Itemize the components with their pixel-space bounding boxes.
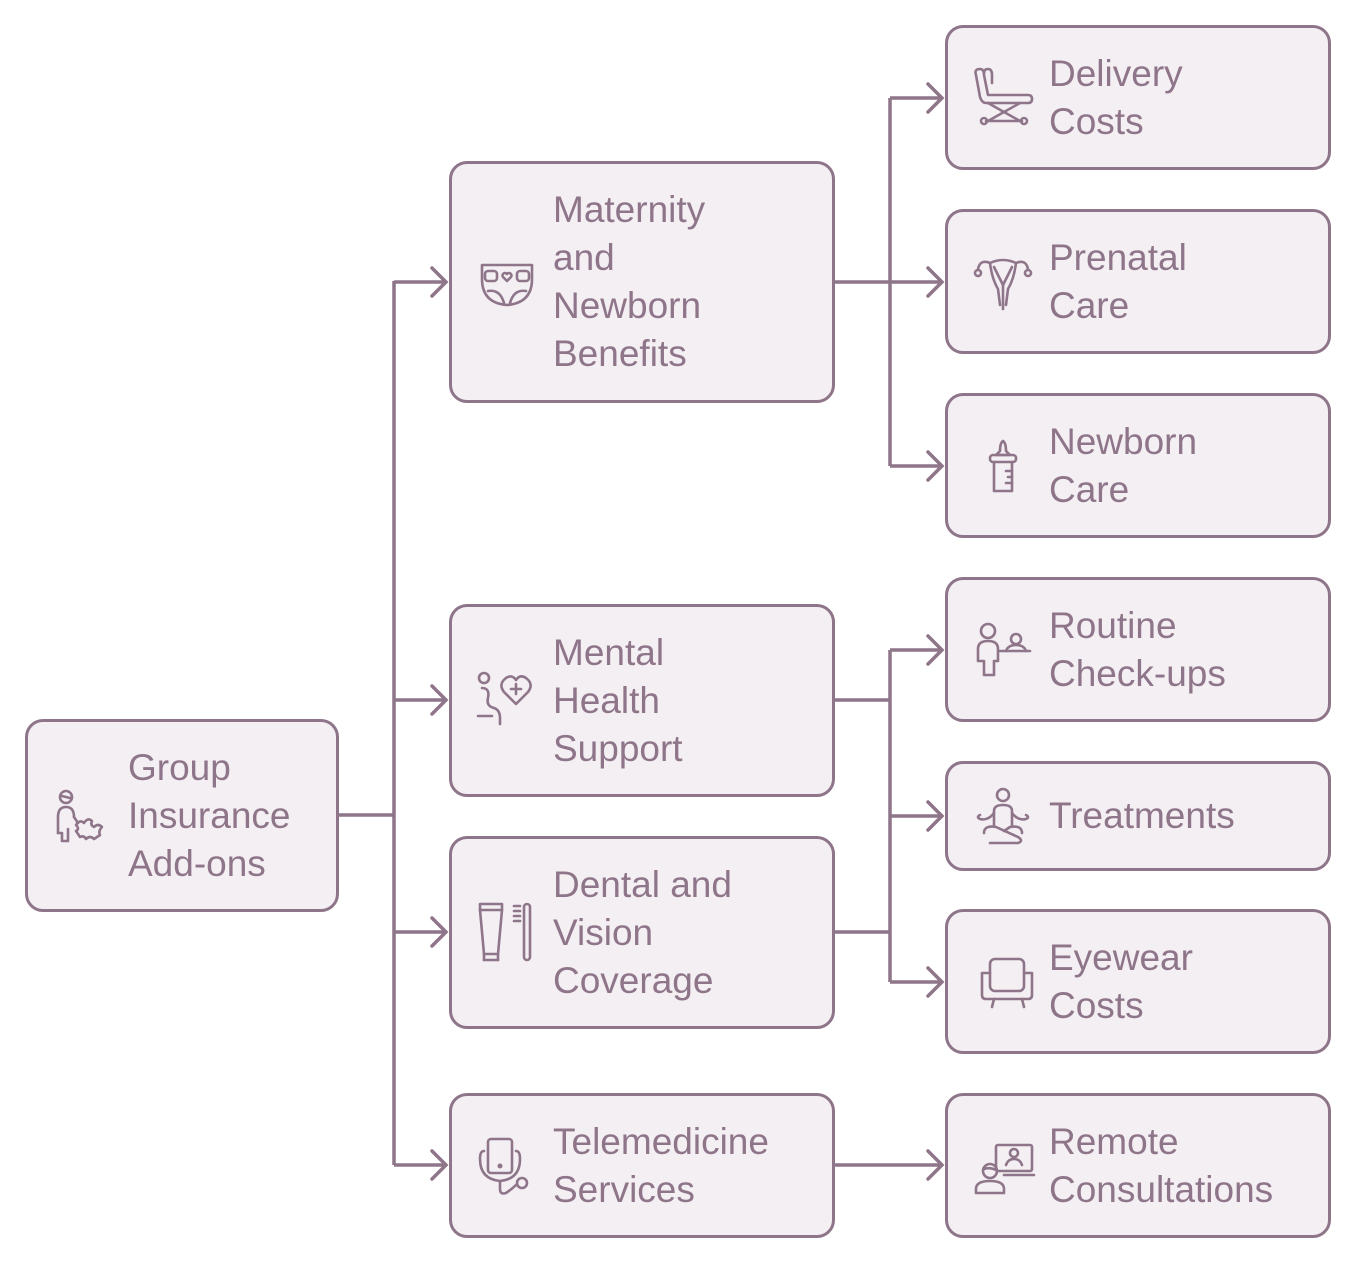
- node-prenatal-care[interactable]: Prenatal Care: [945, 209, 1331, 354]
- patient-heart-icon: [474, 668, 540, 734]
- arrowhead-newborn: [926, 450, 945, 482]
- armchair-icon: [970, 949, 1036, 1015]
- node-label: Treatments: [1049, 795, 1235, 836]
- node-group-insurance-addons[interactable]: Group Insurance Add-ons: [25, 719, 339, 912]
- arrowhead-prenatal: [926, 266, 945, 298]
- node-delivery-costs[interactable]: Delivery Costs: [945, 25, 1331, 170]
- arrowhead-dental-vision: [430, 916, 449, 948]
- node-eyewear-costs[interactable]: Eyewear Costs: [945, 909, 1331, 1054]
- video-consultation-icon: [970, 1133, 1036, 1199]
- node-dental-vision-coverage[interactable]: Dental and Vision Coverage: [449, 836, 835, 1029]
- node-label: Prenatal Care: [1049, 236, 1187, 326]
- uterus-icon: [970, 249, 1036, 315]
- node-label: Maternity and Newborn Benefits: [553, 189, 706, 374]
- node-telemedicine-services[interactable]: Telemedicine Services: [449, 1093, 835, 1238]
- delivery-bed-icon: [970, 65, 1036, 131]
- arrowhead-remote: [926, 1149, 945, 1181]
- arrowhead-telemedicine: [430, 1149, 449, 1181]
- node-remote-consultations[interactable]: Remote Consultations: [945, 1093, 1331, 1238]
- arrowhead-mental-health: [430, 684, 449, 716]
- node-treatments[interactable]: Treatments: [945, 761, 1331, 871]
- phone-stethoscope-icon: [474, 1133, 540, 1199]
- arrowhead-eyewear: [926, 966, 945, 998]
- doctor-patient-icon: [970, 617, 1036, 683]
- person-puzzle-icon: [50, 783, 116, 849]
- node-label: Newborn Care: [1049, 420, 1198, 510]
- node-label: Telemedicine Services: [553, 1120, 769, 1210]
- node-label: Remote Consultations: [1049, 1120, 1274, 1210]
- node-label: Eyewear Costs: [1049, 936, 1193, 1026]
- baby-bottle-icon: [970, 433, 1036, 499]
- meditation-icon: [970, 783, 1036, 849]
- arrowhead-delivery: [926, 82, 945, 114]
- node-mental-health-support[interactable]: Mental Health Support: [449, 604, 835, 797]
- arrowhead-checkups: [926, 634, 945, 666]
- node-label: Group Insurance Add-ons: [128, 746, 291, 884]
- node-label: Dental and Vision Coverage: [553, 863, 732, 1001]
- node-label: Mental Health Support: [553, 631, 683, 769]
- arrowhead-treatments: [926, 800, 945, 832]
- node-label: Routine Check-ups: [1049, 604, 1226, 694]
- node-label: Delivery Costs: [1049, 52, 1183, 142]
- diaper-icon: [474, 249, 540, 315]
- node-maternity-newborn-benefits[interactable]: Maternity and Newborn Benefits: [449, 161, 835, 403]
- node-routine-checkups[interactable]: Routine Check-ups: [945, 577, 1331, 722]
- arrowhead-maternity: [430, 266, 449, 298]
- toothpaste-toothbrush-icon: [474, 900, 540, 966]
- node-newborn-care[interactable]: Newborn Care: [945, 393, 1331, 538]
